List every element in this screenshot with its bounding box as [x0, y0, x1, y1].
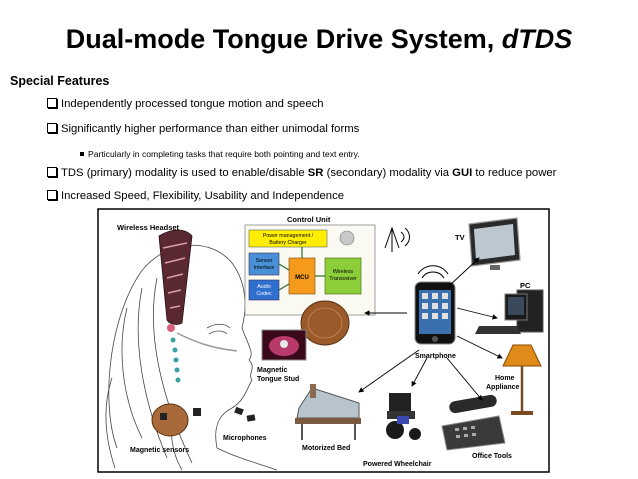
label-motorized-bed: Motorized Bed [302, 445, 350, 452]
headset-band-illustration [158, 229, 238, 383]
system-diagram: Wireless Headset Control Unit Power mana… [97, 208, 550, 473]
bullet-text-bold: SR [307, 167, 324, 179]
label-powered-wheelchair: Powered Wheelchair [363, 461, 432, 468]
checkbox-bullet-icon [47, 190, 57, 200]
label-wireless-headset: Wireless Headset [117, 223, 180, 232]
label-office-tools: Office Tools [472, 453, 512, 460]
bullet-text: Significantly higher performance than ei… [61, 123, 360, 135]
powered-wheelchair-illustration [386, 393, 421, 440]
label-appliance: Appliance [486, 384, 520, 391]
bullet-item: Significantly higher performance than ei… [47, 123, 359, 135]
bullet-text: Independently processed tongue motion an… [61, 98, 324, 110]
smartphone-illustration [414, 281, 456, 345]
label-magnetic: Magnetic [257, 367, 287, 374]
bullet-text-part: TDS (primary) modality is used to enable… [61, 167, 308, 179]
bullet-item: Increased Speed, Flexibility, Usability … [47, 190, 344, 202]
label-sensor: Sensor [256, 258, 273, 264]
bullet-text-part: to reduce power [472, 167, 557, 179]
label-transceiver: Transceiver [329, 276, 357, 282]
title-main: Dual-mode Tongue Drive System, [65, 24, 502, 54]
label-control-unit: Control Unit [287, 215, 331, 224]
square-bullet-icon [80, 152, 84, 156]
label-magnetic-sensors: Magnetic sensors [130, 447, 189, 454]
label-tv: TV [455, 233, 465, 242]
bullet-text: Increased Speed, Flexibility, Usability … [61, 190, 345, 202]
tongue-stud-photo [261, 329, 307, 361]
signal-waves-icon [417, 265, 449, 279]
label-smartphone: Smartphone [415, 353, 456, 360]
sub-bullet-text: Particularly in completing tasks that re… [88, 149, 360, 159]
system-diagram-svg: Wireless Headset Control Unit Power mana… [97, 208, 550, 473]
label-wireless: Wireless [333, 269, 354, 275]
bullet-text-part: (secondary) modality via [323, 167, 453, 179]
checkbox-bullet-icon [47, 123, 57, 133]
label-battery-charger: Battery Charger [269, 240, 307, 246]
antenna-icon [384, 226, 410, 252]
label-power-management: Power management / [263, 233, 314, 239]
label-interface: Interface [254, 265, 275, 271]
section-heading: Special Features [10, 74, 110, 88]
pc-illustration [475, 289, 544, 334]
bullet-text-bold: GUI [452, 167, 473, 179]
office-phone-illustration [441, 394, 506, 451]
microphones-illustration [234, 406, 256, 422]
power-management-box [248, 229, 328, 248]
label-pc: PC [520, 281, 531, 290]
motorized-bed-illustration [295, 384, 361, 440]
checkbox-bullet-icon [47, 167, 57, 177]
bullet-item: Independently processed tongue motion an… [47, 98, 324, 110]
label-audio: Audio [257, 284, 271, 290]
coin-illustration [300, 300, 350, 346]
title-italic: dTDS [501, 24, 573, 54]
battery-coin-icon [339, 230, 355, 246]
label-codec: Codec [256, 291, 272, 297]
label-tongue-stud: Tongue Stud [257, 376, 299, 383]
audio-codec-box [248, 279, 280, 301]
label-mcu: MCU [295, 275, 309, 281]
magnetic-sensors-illustration [151, 403, 201, 437]
home-appliance-lamp-illustration [502, 344, 542, 415]
tv-illustration [468, 217, 521, 270]
connection-arrows [358, 257, 503, 401]
wireless-transceiver-box [324, 257, 362, 295]
label-home: Home [495, 375, 515, 382]
sensor-interface-box [248, 252, 280, 276]
slide-title: Dual-mode Tongue Drive System, dTDS [0, 24, 638, 55]
sub-bullet-item: Particularly in completing tasks that re… [80, 149, 360, 159]
label-microphones: Microphones [223, 435, 267, 442]
checkbox-bullet-icon [47, 98, 57, 108]
bullet-item: TDS (primary) modality is used to enable… [47, 167, 556, 179]
